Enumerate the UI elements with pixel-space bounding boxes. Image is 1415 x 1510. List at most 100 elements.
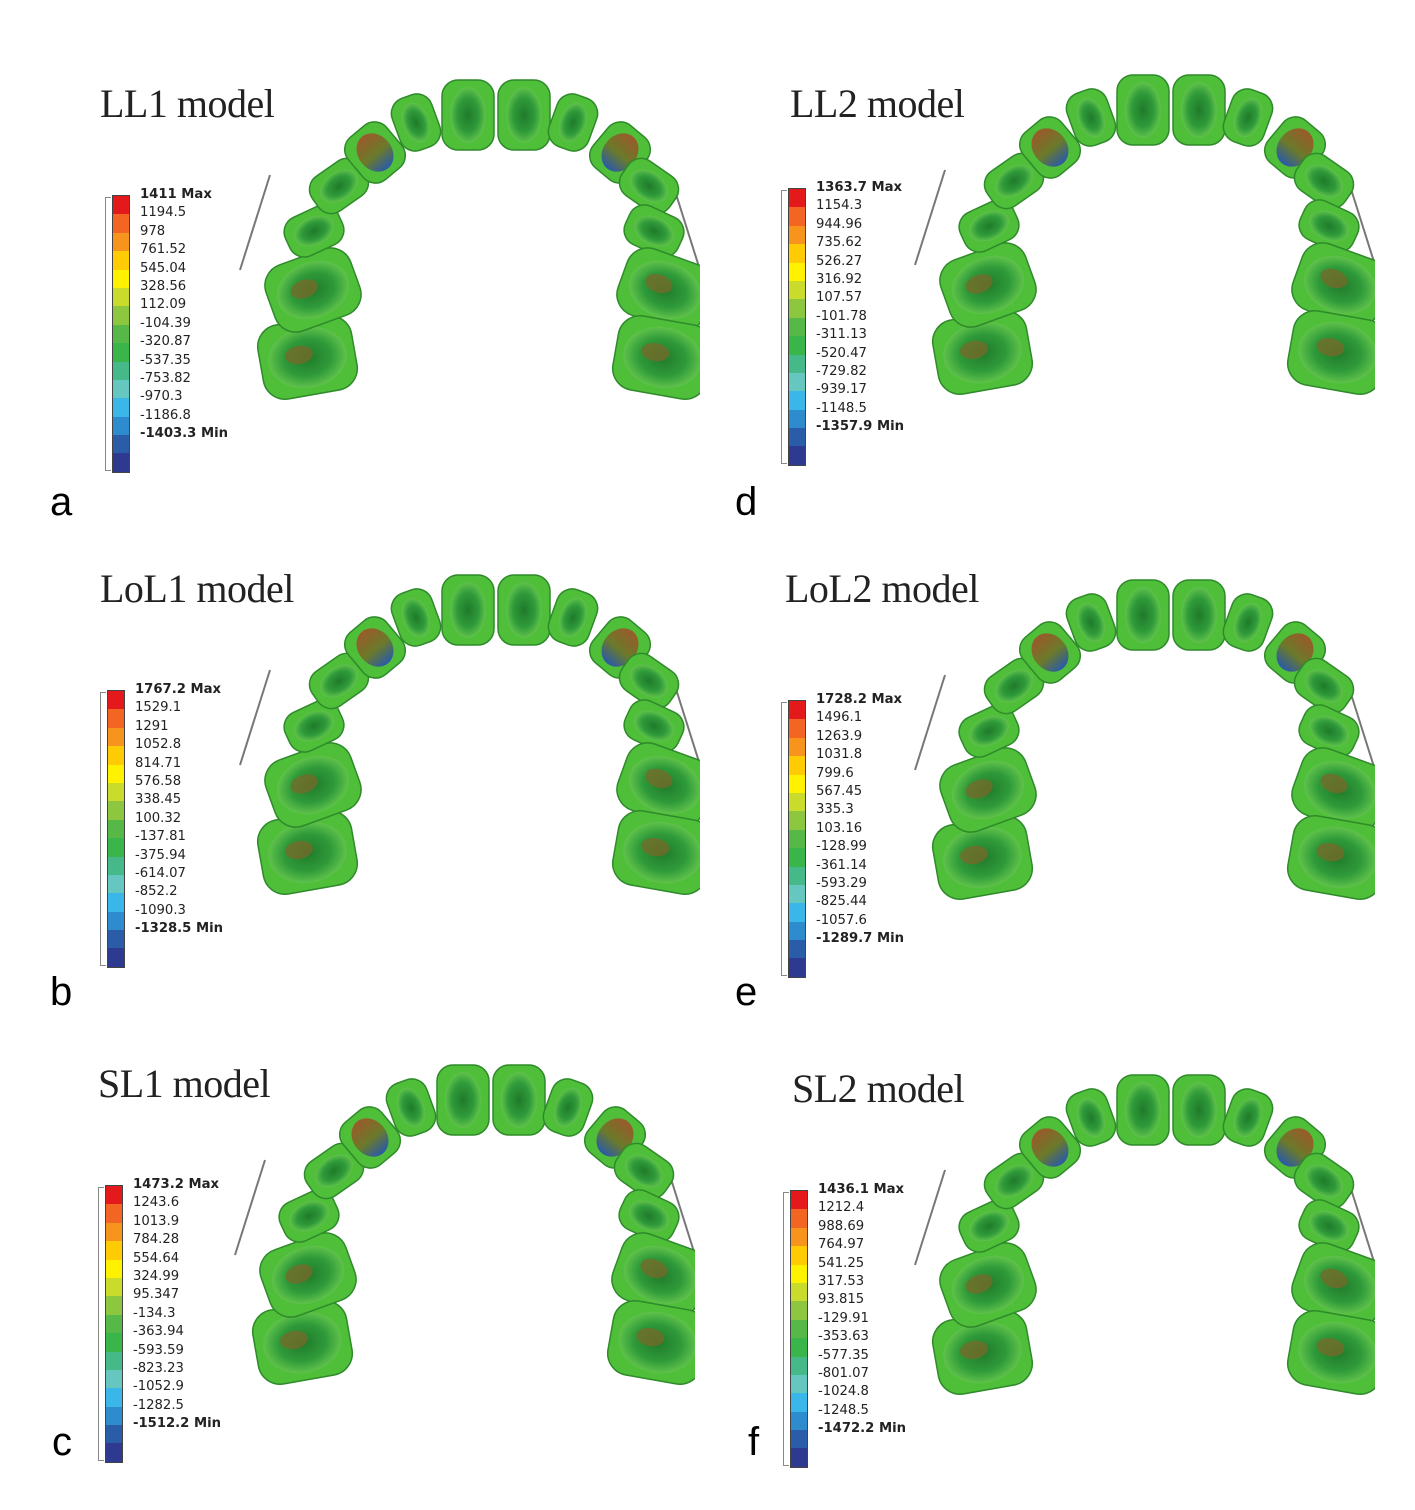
legend-swatch bbox=[106, 1333, 122, 1352]
legend-swatch bbox=[113, 251, 129, 270]
tooth bbox=[983, 152, 1045, 210]
legend-swatch bbox=[106, 1351, 122, 1370]
legend-min: -1289.7 Min bbox=[816, 931, 904, 947]
legend-tick: 944.96 bbox=[816, 216, 863, 232]
legend-swatch bbox=[789, 189, 805, 208]
legend-swatch bbox=[791, 1246, 807, 1265]
tooth bbox=[1291, 1242, 1375, 1328]
tooth bbox=[616, 742, 700, 828]
panel-title: LoL1 model bbox=[100, 566, 294, 611]
legend-swatch bbox=[106, 1222, 122, 1242]
legend-tick: -1090.3 bbox=[135, 902, 186, 918]
legend-swatch bbox=[789, 940, 805, 959]
legend-swatch bbox=[108, 764, 124, 783]
tooth bbox=[623, 204, 685, 258]
tooth bbox=[939, 747, 1037, 833]
legend-tick: 761.52 bbox=[140, 242, 187, 258]
tooth bbox=[1293, 1152, 1355, 1210]
legend-swatch bbox=[789, 811, 805, 830]
tooth bbox=[618, 652, 680, 710]
tooth bbox=[958, 199, 1020, 253]
tooth bbox=[1298, 1199, 1360, 1253]
legend-bracket bbox=[105, 197, 111, 471]
panel-title: LoL2 model bbox=[785, 566, 979, 611]
tooth bbox=[611, 315, 700, 400]
tooth bbox=[283, 204, 345, 258]
tooth bbox=[338, 1106, 402, 1169]
legend-tick: -104.39 bbox=[140, 315, 191, 331]
legend-bracket bbox=[781, 190, 787, 464]
legend-tick: -137.81 bbox=[135, 829, 186, 845]
legend-tick: 324.99 bbox=[133, 1268, 180, 1284]
legend-swatch bbox=[789, 446, 805, 465]
legend-swatch bbox=[789, 244, 805, 263]
archwire-segment bbox=[234, 1159, 266, 1256]
tooth bbox=[308, 652, 370, 710]
legend-swatch bbox=[789, 225, 805, 245]
legend-tick: 1496.1 bbox=[816, 710, 863, 726]
panel-title: SL2 model bbox=[792, 1066, 965, 1111]
archwire-segment bbox=[239, 669, 271, 766]
legend-swatch bbox=[791, 1301, 807, 1320]
dental-arch-illustration bbox=[239, 79, 700, 400]
legend-tick: 103.16 bbox=[816, 820, 863, 836]
tooth bbox=[1065, 88, 1117, 147]
legend-tick: 93.815 bbox=[818, 1292, 865, 1308]
legend-swatch bbox=[789, 866, 805, 885]
legend-swatch bbox=[108, 911, 124, 931]
tooth bbox=[1116, 579, 1170, 651]
legend-min: -1328.5 Min bbox=[135, 921, 223, 937]
legend-swatch bbox=[113, 232, 129, 252]
tooth bbox=[983, 657, 1045, 715]
tooth bbox=[497, 574, 551, 646]
tooth bbox=[618, 1189, 680, 1243]
legend-swatch bbox=[113, 324, 129, 344]
legend-tick: -577.35 bbox=[818, 1347, 869, 1363]
tooth bbox=[1172, 74, 1226, 146]
legend-tick: 338.45 bbox=[135, 792, 182, 808]
legend-tick: -1057.6 bbox=[816, 912, 867, 928]
tooth bbox=[611, 1232, 695, 1318]
tooth bbox=[958, 704, 1020, 758]
legend-swatch bbox=[113, 287, 129, 307]
legend-swatch bbox=[106, 1388, 122, 1407]
legend-tick: 316.92 bbox=[816, 271, 863, 287]
legend-swatch bbox=[789, 336, 805, 355]
legend-tick: 1212.4 bbox=[818, 1200, 865, 1216]
legend-tick: -614.07 bbox=[135, 865, 186, 881]
tooth bbox=[1298, 704, 1360, 758]
tooth bbox=[303, 1142, 365, 1200]
legend-swatch bbox=[789, 884, 805, 904]
tooth bbox=[441, 79, 495, 151]
legend-swatch bbox=[113, 196, 129, 215]
tooth bbox=[278, 1189, 340, 1243]
archwire-segment bbox=[914, 674, 946, 771]
legend-swatch bbox=[106, 1314, 122, 1334]
legend-tick: -537.35 bbox=[140, 352, 191, 368]
legend-swatch bbox=[791, 1338, 807, 1357]
tooth bbox=[931, 310, 1034, 395]
panel-letter: a bbox=[50, 480, 73, 524]
panel-letter: d bbox=[735, 480, 758, 524]
tooth bbox=[390, 588, 442, 647]
legend-swatch bbox=[789, 701, 805, 720]
legend-tick: 335.3 bbox=[816, 802, 854, 818]
legend-swatch bbox=[791, 1393, 807, 1412]
legend-tick: 799.6 bbox=[816, 765, 854, 781]
legend-tick: -825.44 bbox=[816, 894, 867, 910]
legend-swatch bbox=[106, 1296, 122, 1315]
legend-tick: -593.29 bbox=[816, 875, 867, 891]
legend-swatch bbox=[789, 317, 805, 337]
legend-swatch bbox=[789, 792, 805, 812]
legend-swatch bbox=[791, 1282, 807, 1302]
legend-swatch bbox=[791, 1227, 807, 1247]
legend-tick: 1031.8 bbox=[816, 747, 863, 763]
legend-colorbar bbox=[112, 195, 130, 473]
legend-bracket bbox=[783, 1192, 789, 1466]
legend-tick: -593.59 bbox=[133, 1342, 184, 1358]
